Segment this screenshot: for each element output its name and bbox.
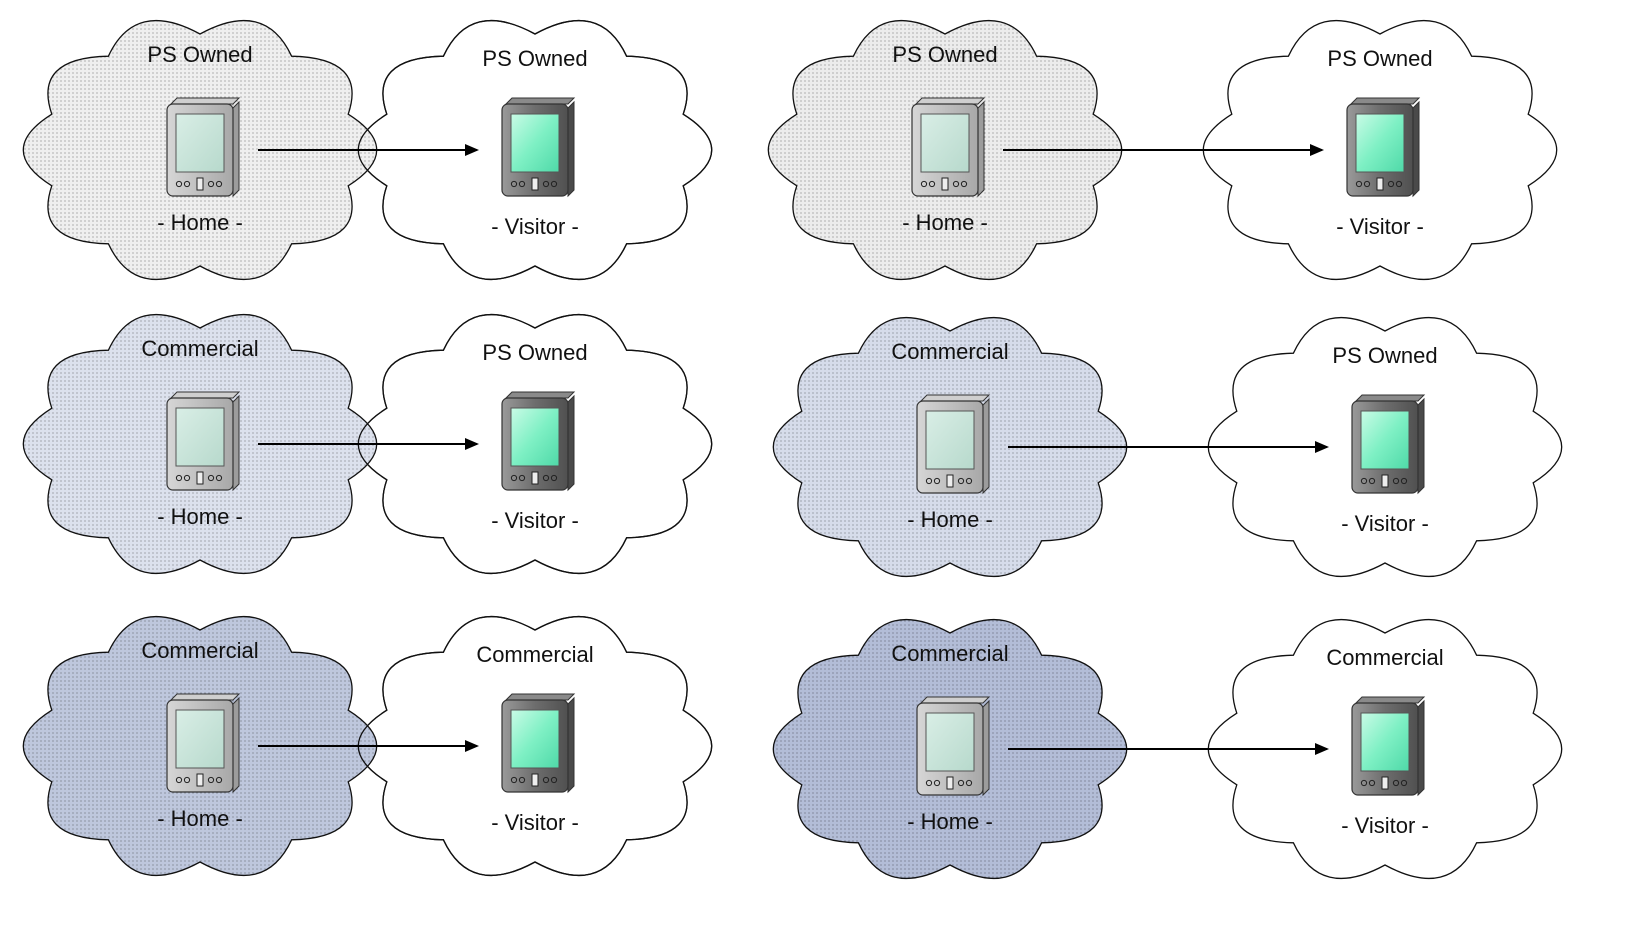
home-device-icon <box>166 693 241 794</box>
visitor-role-label: - Visitor - <box>1336 214 1424 239</box>
home-role-label: - Home - <box>907 809 993 834</box>
home-role-label: - Home - <box>907 507 993 532</box>
home-network-label: Commercial <box>141 336 258 361</box>
visitor-network-outline <box>357 314 713 574</box>
visitor-role-label: - Visitor - <box>491 214 579 239</box>
visitor-device-icon <box>1346 97 1421 198</box>
visitor-role-label: - Visitor - <box>491 810 579 835</box>
visitor-role-label: - Visitor - <box>491 508 579 533</box>
visitor-role-label: - Visitor - <box>1341 511 1429 536</box>
scenario-2: PS Owned PS Owned - Home - - Visitor - <box>767 20 1558 280</box>
scenario-4: Commercial PS Owned - Home - - Visitor - <box>772 317 1563 577</box>
home-device-icon <box>166 391 241 492</box>
home-network-label: PS Owned <box>147 42 252 67</box>
visitor-role-label: - Visitor - <box>1341 813 1429 838</box>
home-network-label: Commercial <box>141 638 258 663</box>
home-network-label: PS Owned <box>892 42 997 67</box>
visitor-network-outline <box>357 616 713 876</box>
scenario-3: Commercial PS Owned - Home - - Visitor - <box>22 314 713 574</box>
home-device-icon <box>916 696 991 797</box>
home-device-icon <box>916 394 991 495</box>
scenario-1: PS Owned PS Owned - Home - - Visitor - <box>22 20 713 280</box>
visitor-network-label: Commercial <box>476 642 593 667</box>
home-role-label: - Home - <box>157 806 243 831</box>
visitor-network-outline <box>357 20 713 280</box>
home-role-label: - Home - <box>157 504 243 529</box>
visitor-network-label: PS Owned <box>1327 46 1432 71</box>
visitor-device-icon <box>501 693 576 794</box>
visitor-device-icon <box>1351 696 1426 797</box>
scenario-6: Commercial Commercial - Home - - Visitor - <box>772 619 1563 879</box>
visitor-device-icon <box>1351 394 1426 495</box>
home-network-label: Commercial <box>891 641 1008 666</box>
visitor-network-label: PS Owned <box>1332 343 1437 368</box>
home-role-label: - Home - <box>902 210 988 235</box>
visitor-device-icon <box>501 97 576 198</box>
home-device-icon <box>166 97 241 198</box>
visitor-network-label: PS Owned <box>482 340 587 365</box>
scenario-5: Commercial Commercial - Home - - Visitor - <box>22 616 713 876</box>
home-device-icon <box>911 97 986 198</box>
visitor-network-label: Commercial <box>1326 645 1443 670</box>
home-network-label: Commercial <box>891 339 1008 364</box>
visitor-network-label: PS Owned <box>482 46 587 71</box>
home-role-label: - Home - <box>157 210 243 235</box>
visitor-device-icon <box>501 391 576 492</box>
